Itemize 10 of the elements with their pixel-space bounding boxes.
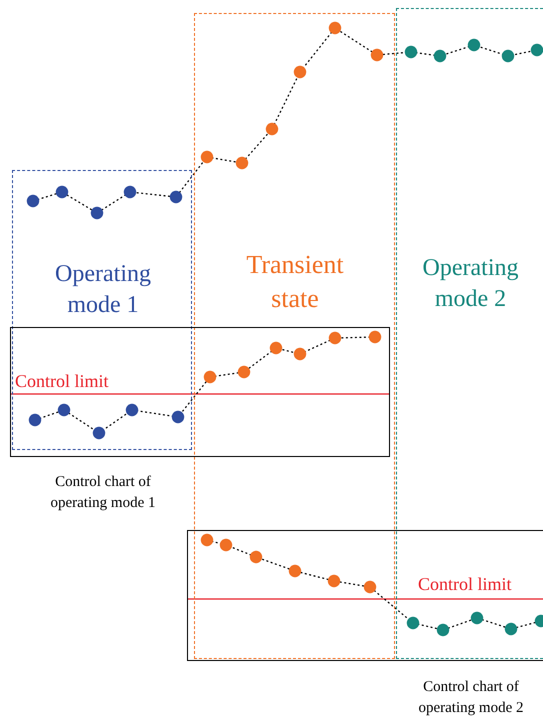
limit-label: Control limit [15,370,110,393]
chart-caption: Control chart of operating mode 1 [50,473,156,513]
chart-caption: Control chart of operating mode 2 [418,678,524,718]
region-title: Operating mode 2 [422,254,520,314]
region-title: Transient state [245,249,345,315]
mode-region [194,13,395,659]
mode-region [12,170,192,450]
mode-region [396,8,543,659]
region-title: Operating mode 1 [54,260,152,320]
limit-label: Control limit [418,573,513,596]
